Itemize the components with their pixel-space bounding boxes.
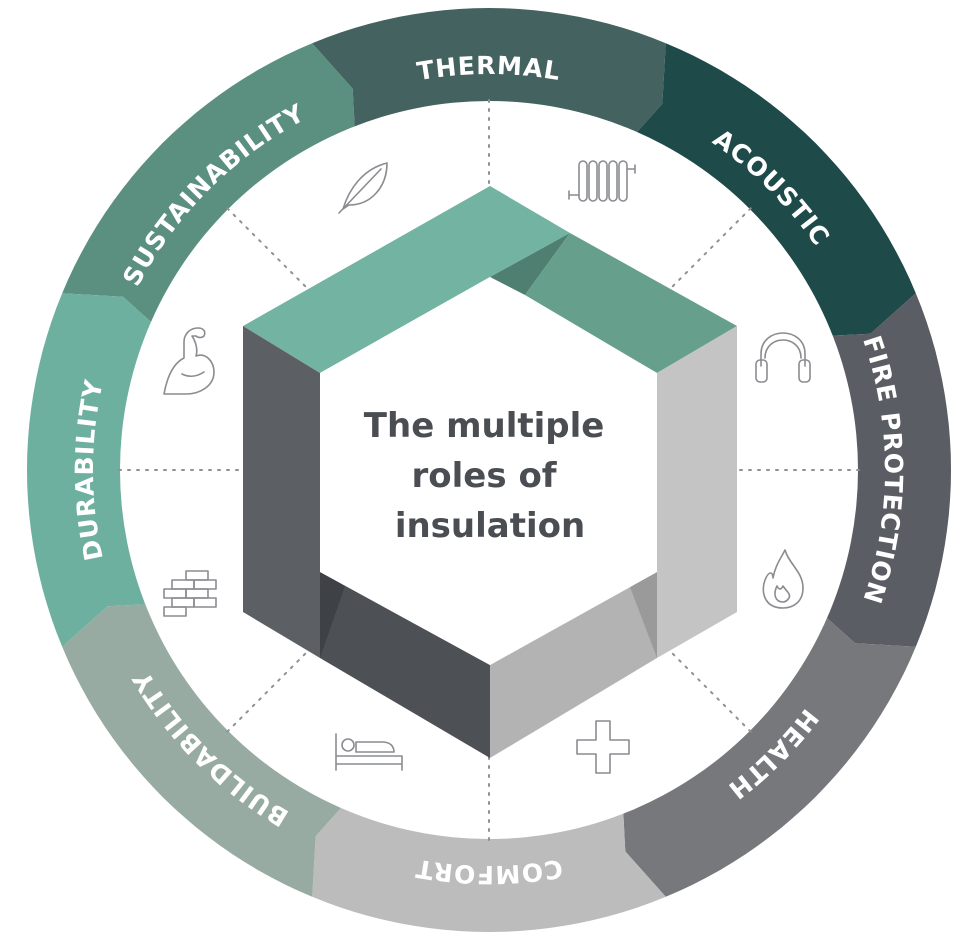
diagram-title: The multiple roles of insulation — [364, 406, 616, 546]
leaf-icon — [338, 162, 388, 214]
central-hexagon — [243, 186, 737, 758]
segment-buildability — [62, 603, 356, 897]
title-line-2: roles of — [412, 456, 558, 496]
hexagon-face-bottom-right — [490, 572, 657, 758]
flame-icon — [762, 549, 804, 609]
hexagon-inner-face — [320, 277, 657, 665]
divider-line — [664, 645, 752, 733]
segment-acoustic — [622, 43, 916, 337]
hexagon-face-top-right — [490, 186, 570, 277]
plus-icon — [576, 720, 630, 774]
hexagon-face-top-left — [243, 186, 490, 373]
segment-health — [622, 603, 916, 897]
segment-sustainability — [62, 43, 356, 337]
divider-line — [664, 207, 752, 295]
divider-line — [226, 207, 314, 295]
flexed-arm-icon — [163, 327, 215, 395]
hexagon-fold-bottom-left — [320, 572, 345, 658]
hexagon-face-bottom-left — [320, 572, 490, 758]
headphones-icon — [755, 332, 811, 383]
role-icons — [163, 160, 811, 774]
hexagon-face-left — [243, 326, 320, 658]
hexagon-face-right-top — [525, 233, 737, 373]
bed-icon — [335, 733, 403, 771]
title-line-1: The multiple — [364, 406, 605, 446]
hexagon-fold-bottom-right — [630, 572, 657, 658]
hexagon-face-right — [657, 326, 737, 658]
title-line-3: insulation — [395, 506, 585, 546]
divider-line — [226, 645, 314, 733]
radiator-icon — [568, 160, 636, 202]
hexagon-fold-top — [490, 233, 570, 295]
bricks-icon — [163, 570, 217, 617]
